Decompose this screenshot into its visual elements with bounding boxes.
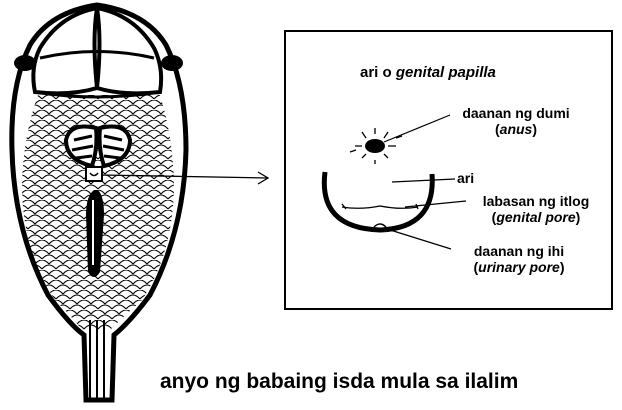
label-anus-term-line: (anus) [447,121,585,137]
label-urinary-term: urinary pore [478,259,560,275]
label-ari: ari [457,170,474,186]
label-genital-main: labasan ng itlog [462,193,610,209]
inset-title: ari o genital papilla [360,64,496,81]
label-urinary-term-line: (urinary pore) [448,259,590,275]
label-urinary-pore: daanan ng ihi (urinary pore) [448,243,590,275]
fish-illustration [12,5,186,400]
papilla-marker [86,167,102,181]
figure-caption: anyo ng babaing isda mula sa ilalim [160,370,518,394]
eye-left [14,55,36,71]
label-anus-main: daanan ng dumi [447,105,585,121]
label-genital-term-line: (genital pore) [462,209,610,225]
label-genital-term: genital pore [496,209,575,225]
label-anus-term: anus [500,121,533,137]
label-anus: daanan ng dumi (anus) [447,105,585,137]
label-genital-pore: labasan ng itlog (genital pore) [462,193,610,225]
eye-right [161,55,183,71]
inset-title-prefix: ari o [360,64,396,81]
inset-title-italic: genital papilla [396,64,496,81]
label-urinary-main: daanan ng ihi [448,243,590,259]
